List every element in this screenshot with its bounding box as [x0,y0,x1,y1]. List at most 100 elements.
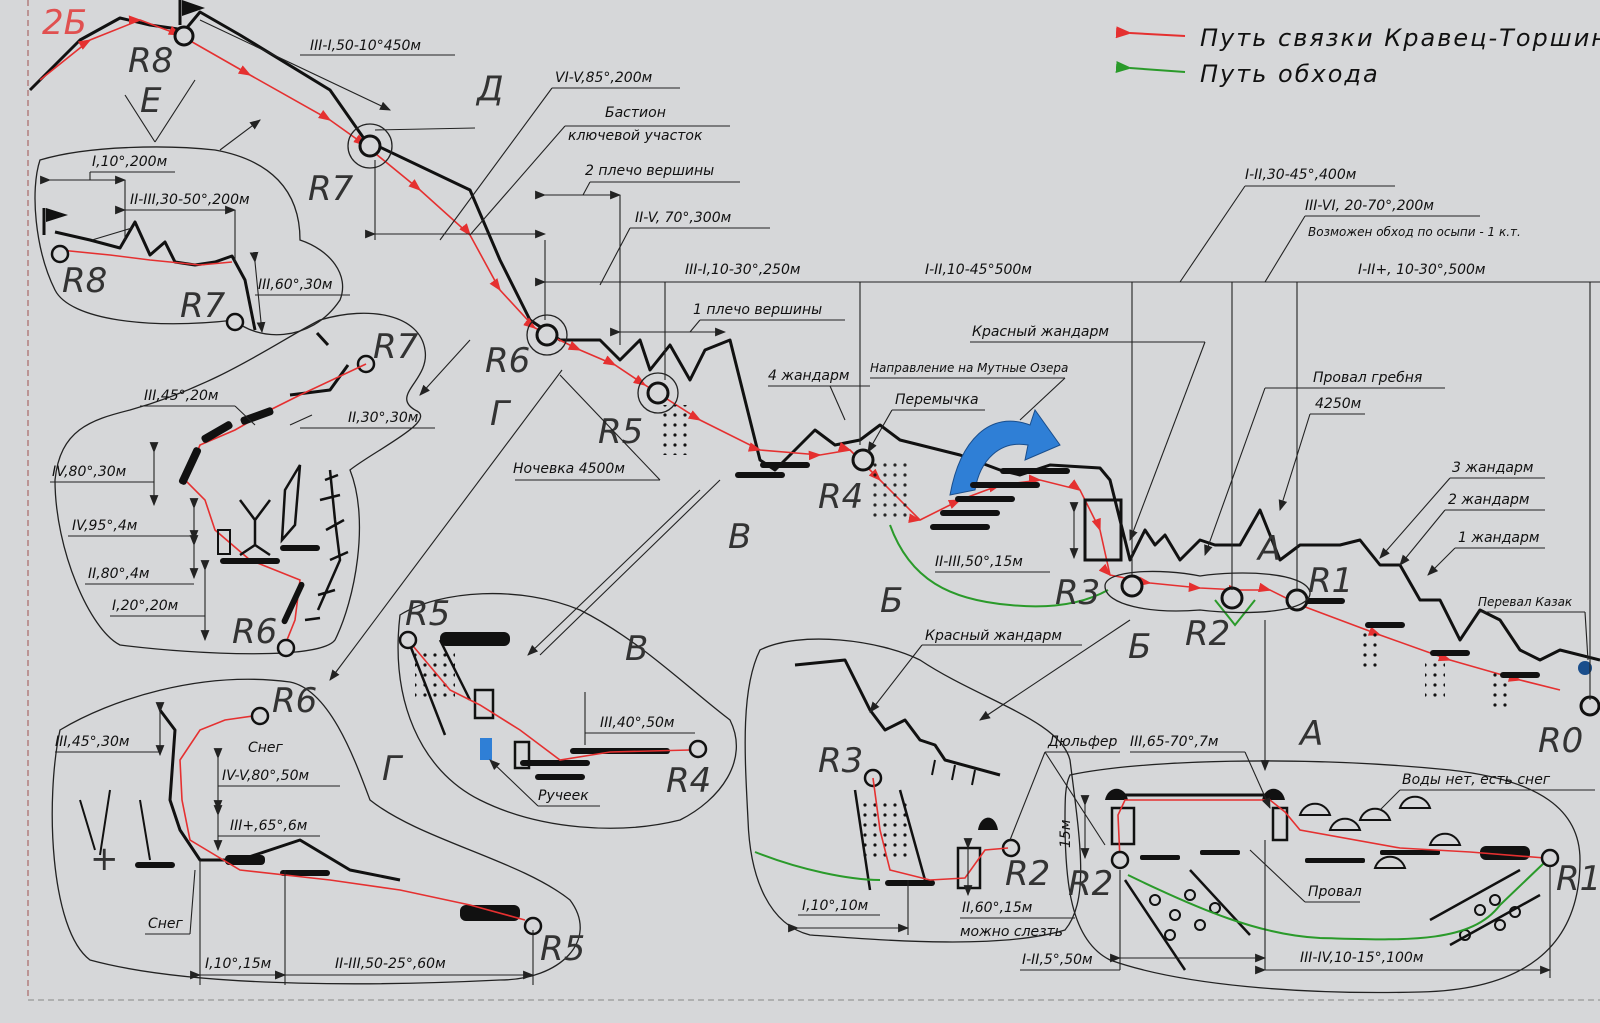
ridge-label-r7: R7 [308,169,354,209]
inset-b-c: II,60°,15м [962,900,1033,916]
inset-e-b: II-III,30-50°,200м [130,192,250,208]
inset-b-r2: R2 [1005,854,1050,894]
inset-g-f: I,10°,15м [205,956,272,972]
inset-g-letter: Г [382,749,404,789]
inset-d-d: IV,95°,4м [72,518,138,534]
section-letter-e: Е [140,81,162,121]
section-letter-d: Д [475,69,504,109]
inset-a-r1: R1 [1556,859,1600,899]
seg-bivouac: Ночевка 4500м [513,461,625,477]
inset-e-a: I,10°,200м [92,154,168,170]
seg-ridge-gap: Провал гребня [1313,370,1422,386]
seg-r5-r4: III-I,10-30°,250м [685,262,801,278]
inset-a-e: Провал [1308,884,1362,900]
inset-g-r6: R6 [272,681,317,721]
seg-gendarme2: 2 жандарм [1448,492,1530,508]
inset-a-letter: А [1298,714,1323,754]
ridge-label-r2: R2 [1185,614,1230,654]
inset-g-c: IV-V,80°,50м [222,768,309,784]
inset-leaders [124,79,1270,772]
inset-e-c: III,60°,30м [258,277,333,293]
inset-g-d: III+,65°,6м [230,818,308,834]
seg-shoulder1: 1 плечо вершины [693,302,822,318]
inset-b-a: Красный жандарм [925,628,1062,644]
seg-r8-r7: III-I,50-10°450м [310,38,421,54]
section-letter-a: А [1256,529,1281,569]
inset-d: R7 R6 III,45°,20м II,30°,30м IV,80°,30м … [50,312,435,658]
inset-g: + R6 R5 Г III,45°,30м Снег IV-V,80°,50м … [51,678,585,985]
inset-a-g: III-IV,10-15°,100м [1300,950,1424,966]
ridge-label-r0: R0 [1538,721,1583,761]
inset-v-b: Ручеек [538,788,589,804]
inset-b-letter: Б [880,581,903,621]
inset-v-letter: В [625,629,648,669]
main-dimensions: III-I,50-10°450м VI-V,85°,200м Бастион к… [199,19,1600,700]
seg-red-gendarme: Красный жандарм [972,324,1109,340]
ridge-label-r3: R3 [1055,573,1100,613]
inset-d-e: II,80°,4м [88,566,150,582]
top-left-mark: 2Б [42,3,87,43]
ridge-label-r5: R5 [598,412,643,452]
legend-green-label: Путь обхода [1200,60,1380,88]
inset-d-a: III,45°,20м [144,388,219,404]
inset-a-f: I-II,5°,50м [1022,952,1093,968]
legend: Путь связки Кравец-Торшин Путь обхода [1115,24,1600,88]
section-letter-v: В [728,517,751,557]
seg-r3-r2: I-II,30-45°,400м [1245,167,1357,183]
seg-gendarme4: 4 жандарм [768,368,850,384]
seg-r2-r1-note: Возможен обход по осыпи - 1 к.т. [1308,225,1521,239]
inset-a: R2 R1 А Дюльфер III,65-70°,7м Воды нет, … [1009,714,1600,994]
seg-direction-lakes: Направление на Мутные Озера [870,361,1068,375]
inset-g-b: Снег [248,740,284,756]
inset-g-e: Снег [148,916,184,932]
inset-e: I,10°,200м II-III,30-50°,200м III,60°,30… [34,146,350,336]
inset-g-a: III,45°,30м [55,734,130,750]
ridge-label-r4: R4 [818,477,863,517]
section-letter-g: Г [490,394,512,434]
seg-gendarme1: 1 жандарм [1458,530,1540,546]
seg-jumper: Перемычка [895,392,979,408]
inset-b-r3: R3 [818,741,863,781]
inset-d-b: II,30°,30м [348,410,419,426]
inset-g-g: II-III,50-25°,60м [335,956,446,972]
inset-v: R5 R4 В III,40°,50м Ручеек [397,592,737,829]
legend-red-label: Путь связки Кравец-Торшин [1200,24,1600,52]
seg-bastion-1: Бастион [605,105,666,121]
ridge-stations [173,25,1600,717]
seg-kazak-pass: Перевал Казак [1478,595,1573,609]
seg-shoulder2: 2 плечо вершины [585,163,714,179]
inset-a-r2: R2 [1068,864,1113,904]
seg-r2-r1: III-VI, 20-70°,200м [1305,198,1434,214]
inset-d-r7: R7 [373,327,419,367]
inset-b-d: можно слезть [960,924,1063,940]
section-letter-b: Б [1128,627,1151,667]
ridge-label-r8: R8 [128,41,173,81]
main-ridge [28,0,1600,710]
seg-r7-r6: VI-V,85°,200м [555,70,653,86]
inset-e-r8: R8 [62,261,107,301]
inset-d-f: I,20°,20м [112,598,179,614]
inset-d-r6: R6 [232,612,277,652]
inset-v-a: III,40°,50м [600,715,675,731]
seg-bastion-2: ключевой участок [568,128,703,144]
inset-a-c: Воды нет, есть снег [1402,772,1551,788]
seg-r4-r3-wall: II-III,50°,15м [935,554,1023,570]
seg-r6-r5: II-V, 70°,300м [635,210,732,226]
inset-e-r7: R7 [180,286,226,326]
inset-g-snow-mark: + [90,839,119,879]
inset-v-r4: R4 [666,761,711,801]
ridge-label-r6: R6 [485,341,530,381]
inset-b-b: I,10°,10м [802,898,869,914]
ridge-label-r1: R1 [1308,561,1353,601]
inset-a-b: III,65-70°,7м [1130,734,1219,750]
inset-g-r5: R5 [540,929,585,969]
seg-r1-r0: I-II+, 10-30°,500м [1358,262,1486,278]
seg-r4-r3: I-II,10-45°500м [925,262,1032,278]
seg-gendarme3: 3 жандарм [1452,460,1534,476]
inset-v-r5: R5 [405,594,450,634]
seg-ridge-gap-alt: 4250м [1315,396,1362,412]
inset-d-c: IV,80°,30м [52,464,127,480]
inset-a-d: 15м [1058,819,1074,848]
inset-a-a: Дюльфер [1047,734,1118,750]
